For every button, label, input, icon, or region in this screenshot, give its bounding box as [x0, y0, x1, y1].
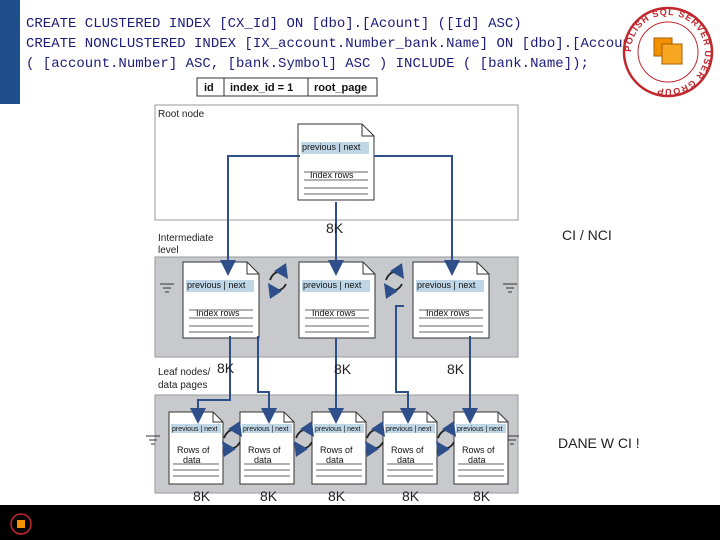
header-table: id index_id = 1 root_page — [196, 77, 378, 97]
header-cell-index-id: index_id = 1 — [230, 82, 293, 94]
svg-text:data: data — [254, 455, 272, 465]
leaf-label-1: Leaf nodes/ — [158, 367, 210, 378]
intermediate-page-2 — [298, 261, 376, 339]
intermediate-label-2: level — [158, 245, 179, 256]
mid-right-size: 8K — [447, 361, 465, 377]
leaf-size-4: 8K — [402, 488, 420, 504]
intermediate-label-1: Intermediate — [158, 233, 214, 244]
svg-text:data: data — [397, 455, 415, 465]
dane-label: DANE W CI ! — [558, 435, 640, 451]
svg-text:Rows of: Rows of — [248, 445, 281, 455]
root-level-label: Root node — [158, 109, 205, 120]
svg-text:Rows of: Rows of — [462, 445, 495, 455]
leaf-size-3: 8K — [328, 488, 346, 504]
svg-text:previous | next: previous | next — [386, 426, 431, 433]
svg-text:data: data — [183, 455, 201, 465]
svg-text:data: data — [468, 455, 486, 465]
root-page — [297, 123, 375, 201]
leaf-size-1: 8K — [193, 488, 211, 504]
int3-index-rows: Index rows — [426, 308, 470, 318]
header-cell-id: id — [204, 82, 214, 94]
svg-text:previous | next: previous | next — [172, 426, 217, 433]
svg-text:Rows of: Rows of — [320, 445, 353, 455]
svg-text:Rows of: Rows of — [391, 445, 424, 455]
root-index-rows: Index rows — [310, 170, 354, 180]
int1-prev-next: previous | next — [187, 280, 246, 290]
intermediate-page-3 — [412, 261, 490, 339]
svg-text:previous | next: previous | next — [457, 426, 502, 433]
footer-logo-icon — [10, 513, 32, 535]
root-to-intermediate-arrows — [220, 155, 460, 276]
accent-bar — [0, 0, 20, 104]
header-cell-root-page: root_page — [314, 82, 367, 94]
intermediate-page-1 — [182, 261, 260, 339]
code-line-2: CREATE NONCLUSTERED INDEX [IX_account.Nu… — [26, 36, 648, 52]
ci-nci-label: CI / NCI — [562, 227, 612, 243]
code-line-3: ( [account.Number] ASC, [bank.Symbol] AS… — [26, 56, 589, 72]
int3-prev-next: previous | next — [417, 280, 476, 290]
code-line-1: CREATE CLUSTERED INDEX [CX_Id] ON [dbo].… — [26, 16, 522, 32]
svg-text:Rows of: Rows of — [177, 445, 210, 455]
root-prev-next: previous | next — [302, 142, 361, 152]
svg-text:data: data — [326, 455, 344, 465]
int2-index-rows: Index rows — [312, 308, 356, 318]
plssug-logo: POLISH SQL SERVER USER GROUP — [622, 6, 714, 98]
intermediate-to-leaf-arrows — [190, 305, 478, 424]
leaf-label-2: data pages — [158, 380, 208, 391]
mid-left-size: 8K — [217, 360, 235, 376]
leaf-size-2: 8K — [260, 488, 278, 504]
svg-text:previous | next: previous | next — [243, 426, 288, 433]
leaf-size-5: 8K — [473, 488, 491, 504]
root-size-label: 8K — [326, 220, 344, 236]
svg-text:previous | next: previous | next — [315, 426, 360, 433]
mid-center-size: 8K — [334, 361, 352, 377]
int1-index-rows: Index rows — [196, 308, 240, 318]
footer-bar — [0, 505, 720, 540]
int2-prev-next: previous | next — [303, 280, 362, 290]
